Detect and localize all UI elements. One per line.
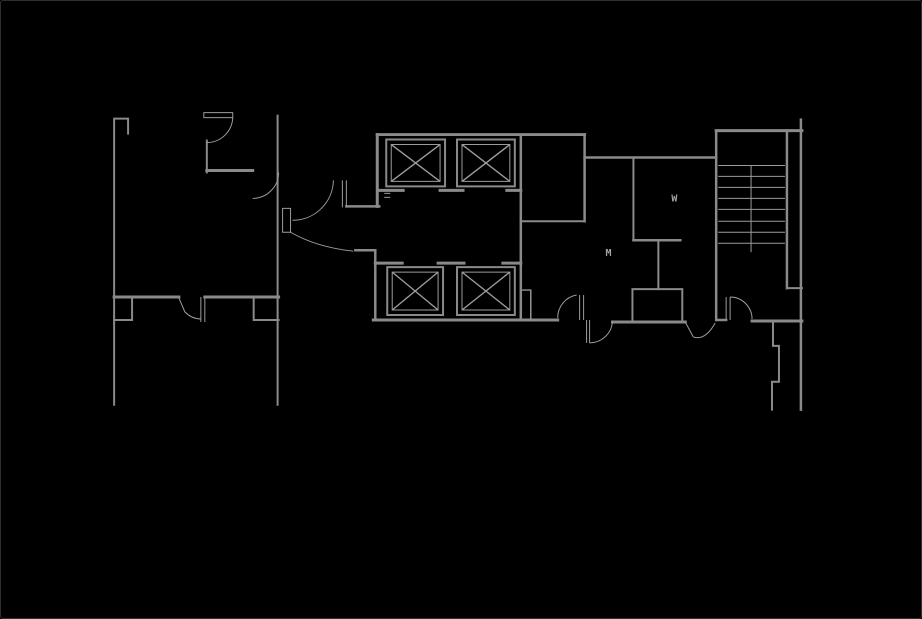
stairwell [714,118,804,411]
shaft-outer [456,266,516,316]
door-leaf [586,319,591,343]
door-swing-arc [730,296,753,319]
wall-tab [384,192,391,198]
left-unit-walls [112,112,281,406]
door-jamb [725,297,731,320]
door-swing-arc [589,320,614,344]
shaft-x-mark [461,143,511,182]
door-swing-arc [252,172,280,199]
duct-shaft [522,289,532,321]
corridor-walls [282,180,391,322]
closet-wall [252,298,280,321]
door-jamb [341,180,347,208]
women-restroom-label: W [671,193,677,204]
shaft-x-mark [390,143,441,182]
shaft-x-mark [391,271,439,311]
door-swing-arc [557,294,577,318]
door-swing-arc [684,321,716,339]
bottom-right-walls [715,297,804,411]
shaft-outer [386,266,445,316]
wall-stub [282,207,292,233]
men-restroom-label: M [606,248,612,259]
shaft-x-mark [461,271,511,311]
door-jamb [200,297,206,322]
door-jamb [579,295,585,320]
door-header [203,112,234,119]
plumbing-chase [631,288,684,323]
shaft-outer [385,138,447,188]
door-swing-arc [206,117,234,144]
curved-wall [290,231,354,252]
door-swing-arc [292,180,334,221]
elevator-shaft-1 [385,138,447,188]
elevator-shaft-2 [456,138,516,188]
shaft-outer [456,138,516,188]
elevator-core [371,133,587,322]
restroom-area: W M [579,156,718,343]
elevator-shaft-3 [386,266,445,316]
door-swings [178,117,753,344]
wall [113,117,130,406]
closet-wall [113,298,134,321]
door-swing-arc [178,297,201,320]
elevator-shaft-4 [456,266,516,316]
wall-zigzag [770,319,780,411]
